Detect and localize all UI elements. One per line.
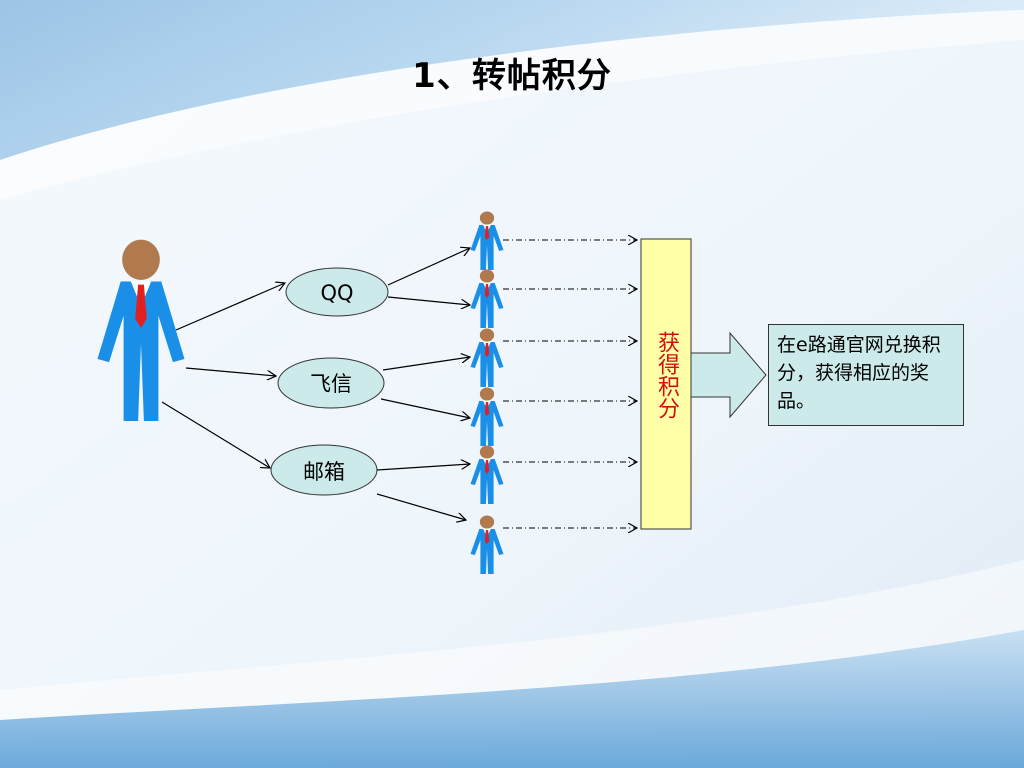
arrow-mail-to-recipient-6 <box>376 493 466 520</box>
arrow-sharer-to-feixin <box>185 367 276 376</box>
recipient-3-person-icon <box>470 328 504 387</box>
reward-text: 在e路通官网兑换积分，获得相应的奖品。 <box>777 334 941 412</box>
arrow-qq-to-recipient-2 <box>387 296 470 305</box>
channel-mail: 邮箱 <box>270 444 378 496</box>
block-arrow-to-reward <box>690 331 767 419</box>
reward-box: 在e路通官网兑换积分，获得相应的奖品。 <box>768 324 964 426</box>
channel-feixin: 飞信 <box>277 357 385 409</box>
points-label-container: 获得积分 <box>641 239 691 529</box>
points-label: 获得积分 <box>654 331 679 419</box>
slide-title: 1、转帖积分 <box>412 56 612 96</box>
channel-qq: QQ <box>285 267 389 317</box>
arrow-feixin-to-recipient-4 <box>380 398 470 418</box>
arrow-qq-to-recipient-1 <box>387 248 470 286</box>
channel-feixin-label: 飞信 <box>310 372 352 396</box>
recipient-4-person-icon <box>470 387 504 446</box>
points-box <box>640 238 692 530</box>
recipient-6-person-icon <box>470 515 504 574</box>
channel-mail-label: 邮箱 <box>303 460 345 484</box>
arrow-feixin-to-recipient-3 <box>382 357 470 371</box>
sharer-person-icon <box>97 239 185 421</box>
arrow-sharer-to-qq <box>175 283 285 331</box>
recipient-5-person-icon <box>470 445 504 504</box>
recipient-2-person-icon <box>470 269 504 328</box>
arrow-sharer-to-mail <box>161 401 270 468</box>
channel-qq-label: QQ <box>320 281 353 305</box>
recipient-1-person-icon <box>470 211 504 270</box>
arrow-mail-to-recipient-5 <box>376 464 470 471</box>
